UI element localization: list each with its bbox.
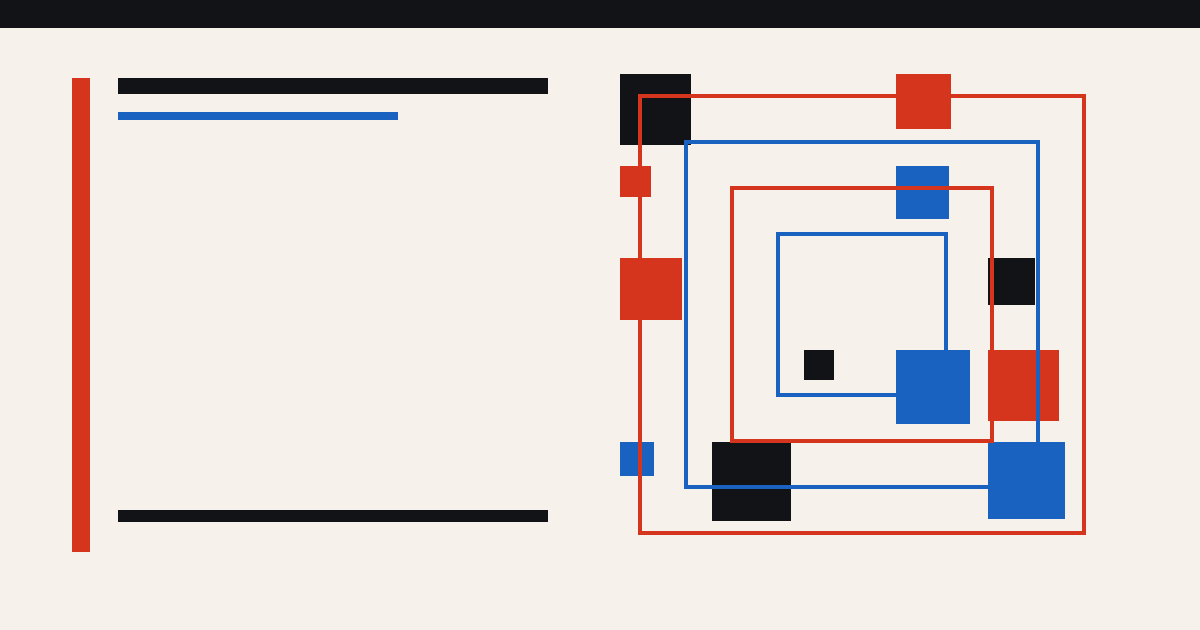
- block-blue-lower-center: [896, 350, 970, 424]
- top-bar: [0, 0, 1200, 28]
- block-red-small-left: [620, 166, 651, 197]
- block-blue-small-left: [620, 442, 654, 476]
- frame-red-third: [730, 186, 994, 443]
- frame-red-outer: [638, 94, 1086, 535]
- frame-blue-second: [684, 140, 1040, 489]
- footer-placeholder-bar: [118, 510, 548, 522]
- frame-blue-inner: [776, 232, 948, 397]
- block-red-mid-left: [620, 258, 682, 320]
- title-placeholder-bar: [118, 78, 548, 94]
- block-blue-bottom-right: [988, 442, 1065, 519]
- block-blue-upper-center: [896, 166, 949, 219]
- accent-bar: [72, 78, 90, 552]
- block-black-mid-right: [988, 258, 1035, 305]
- block-black-bottom-center: [712, 442, 791, 521]
- block-black-tiny-center: [804, 350, 834, 380]
- block-black-top-left: [620, 74, 691, 145]
- block-red-top-center: [896, 74, 951, 129]
- block-red-lower-right: [988, 350, 1059, 421]
- subtitle-placeholder-bar: [118, 112, 398, 120]
